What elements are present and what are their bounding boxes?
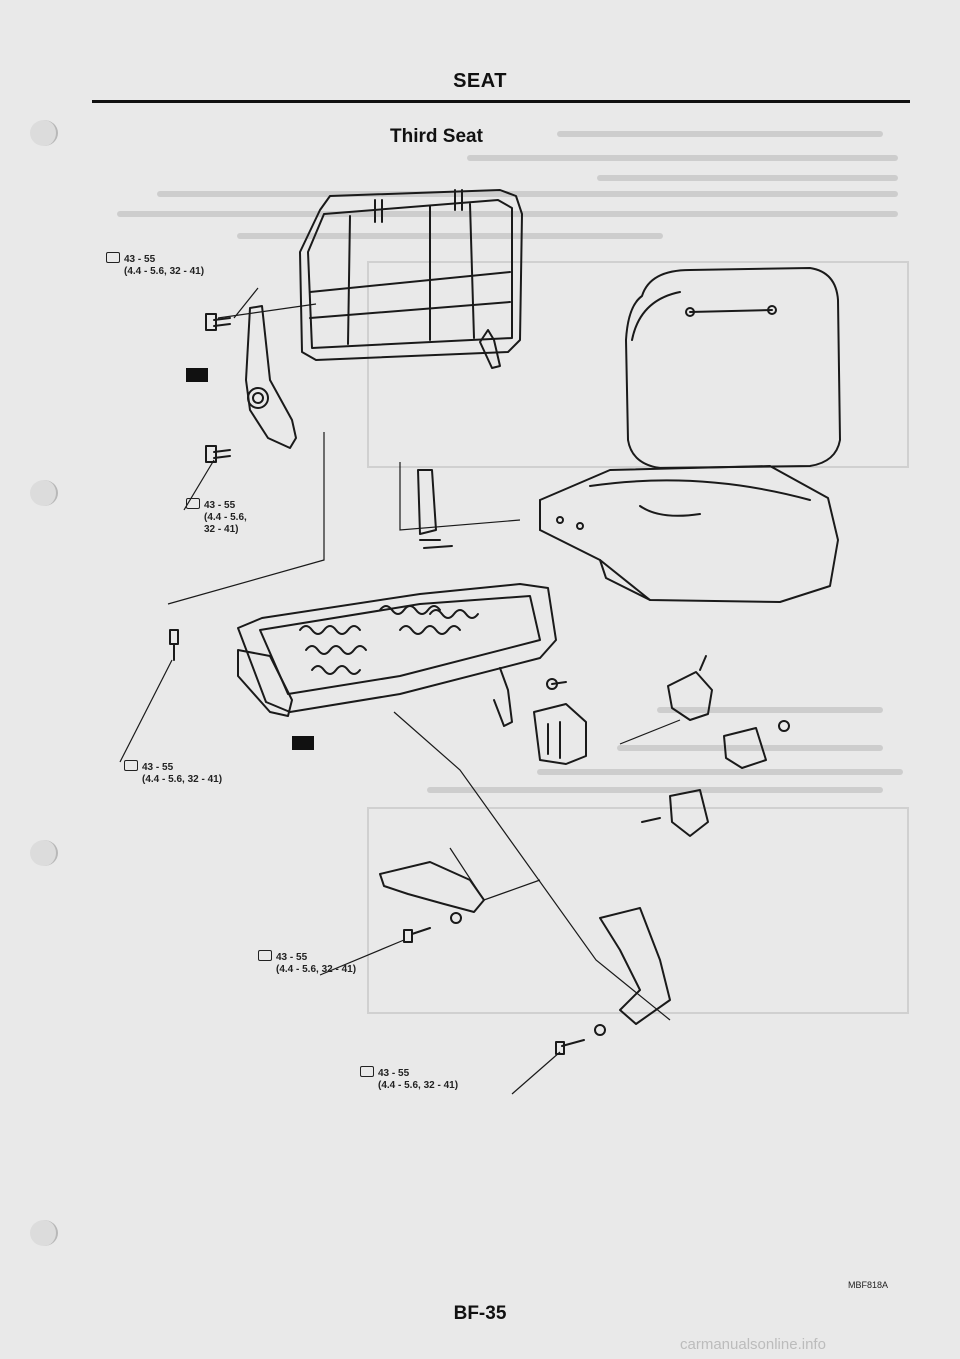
- lock-mechanism: [667, 655, 713, 721]
- figure-code: MBF818A: [848, 1280, 889, 1290]
- page-title: Third Seat: [390, 126, 483, 147]
- bolt: [169, 629, 179, 645]
- seat-cushion-frame: [237, 583, 557, 727]
- punch-hole: [30, 120, 58, 146]
- trim-covers: [641, 720, 790, 837]
- torque-wrench-icon: [186, 498, 200, 509]
- torque-spec: 43 - 55 (4.4 - 5.6, 32 - 41): [360, 1066, 458, 1092]
- torque-wrench-icon: [360, 1066, 374, 1077]
- torque-spec: 43 - 55 (4.4 - 5.6, 32 - 41): [106, 252, 204, 278]
- clip: [419, 539, 453, 549]
- section-title: SEAT: [453, 70, 507, 92]
- punch-hole: [30, 840, 58, 866]
- clip: [417, 469, 437, 535]
- torque-wrench-icon: [258, 950, 272, 961]
- torque-spec: 43 - 55 (4.4 - 5.6, 32 - 41): [124, 760, 222, 786]
- page-number: BF-35: [453, 1303, 507, 1324]
- seat-back-pad: [625, 267, 841, 469]
- seat-belt-buckle: [533, 678, 587, 765]
- punch-hole: [30, 1220, 58, 1246]
- seat-lever-icon: [186, 368, 314, 750]
- torque-wrench-icon: [106, 252, 120, 263]
- torque-spec: 43 - 55 (4.4 - 5.6, 32 - 41): [186, 498, 247, 536]
- punch-hole: [30, 480, 58, 506]
- torque-spec: 43 - 55 (4.4 - 5.6, 32 - 41): [258, 950, 356, 976]
- seat-belt-straps: [379, 861, 671, 1055]
- seat-back-frame: [299, 189, 523, 369]
- watermark: carmanualsonline.info: [680, 1336, 826, 1353]
- torque-wrench-icon: [124, 760, 138, 771]
- seat-cushion-pad: [539, 465, 839, 603]
- recliner-hinge: [205, 305, 297, 463]
- header-rule: [92, 100, 910, 103]
